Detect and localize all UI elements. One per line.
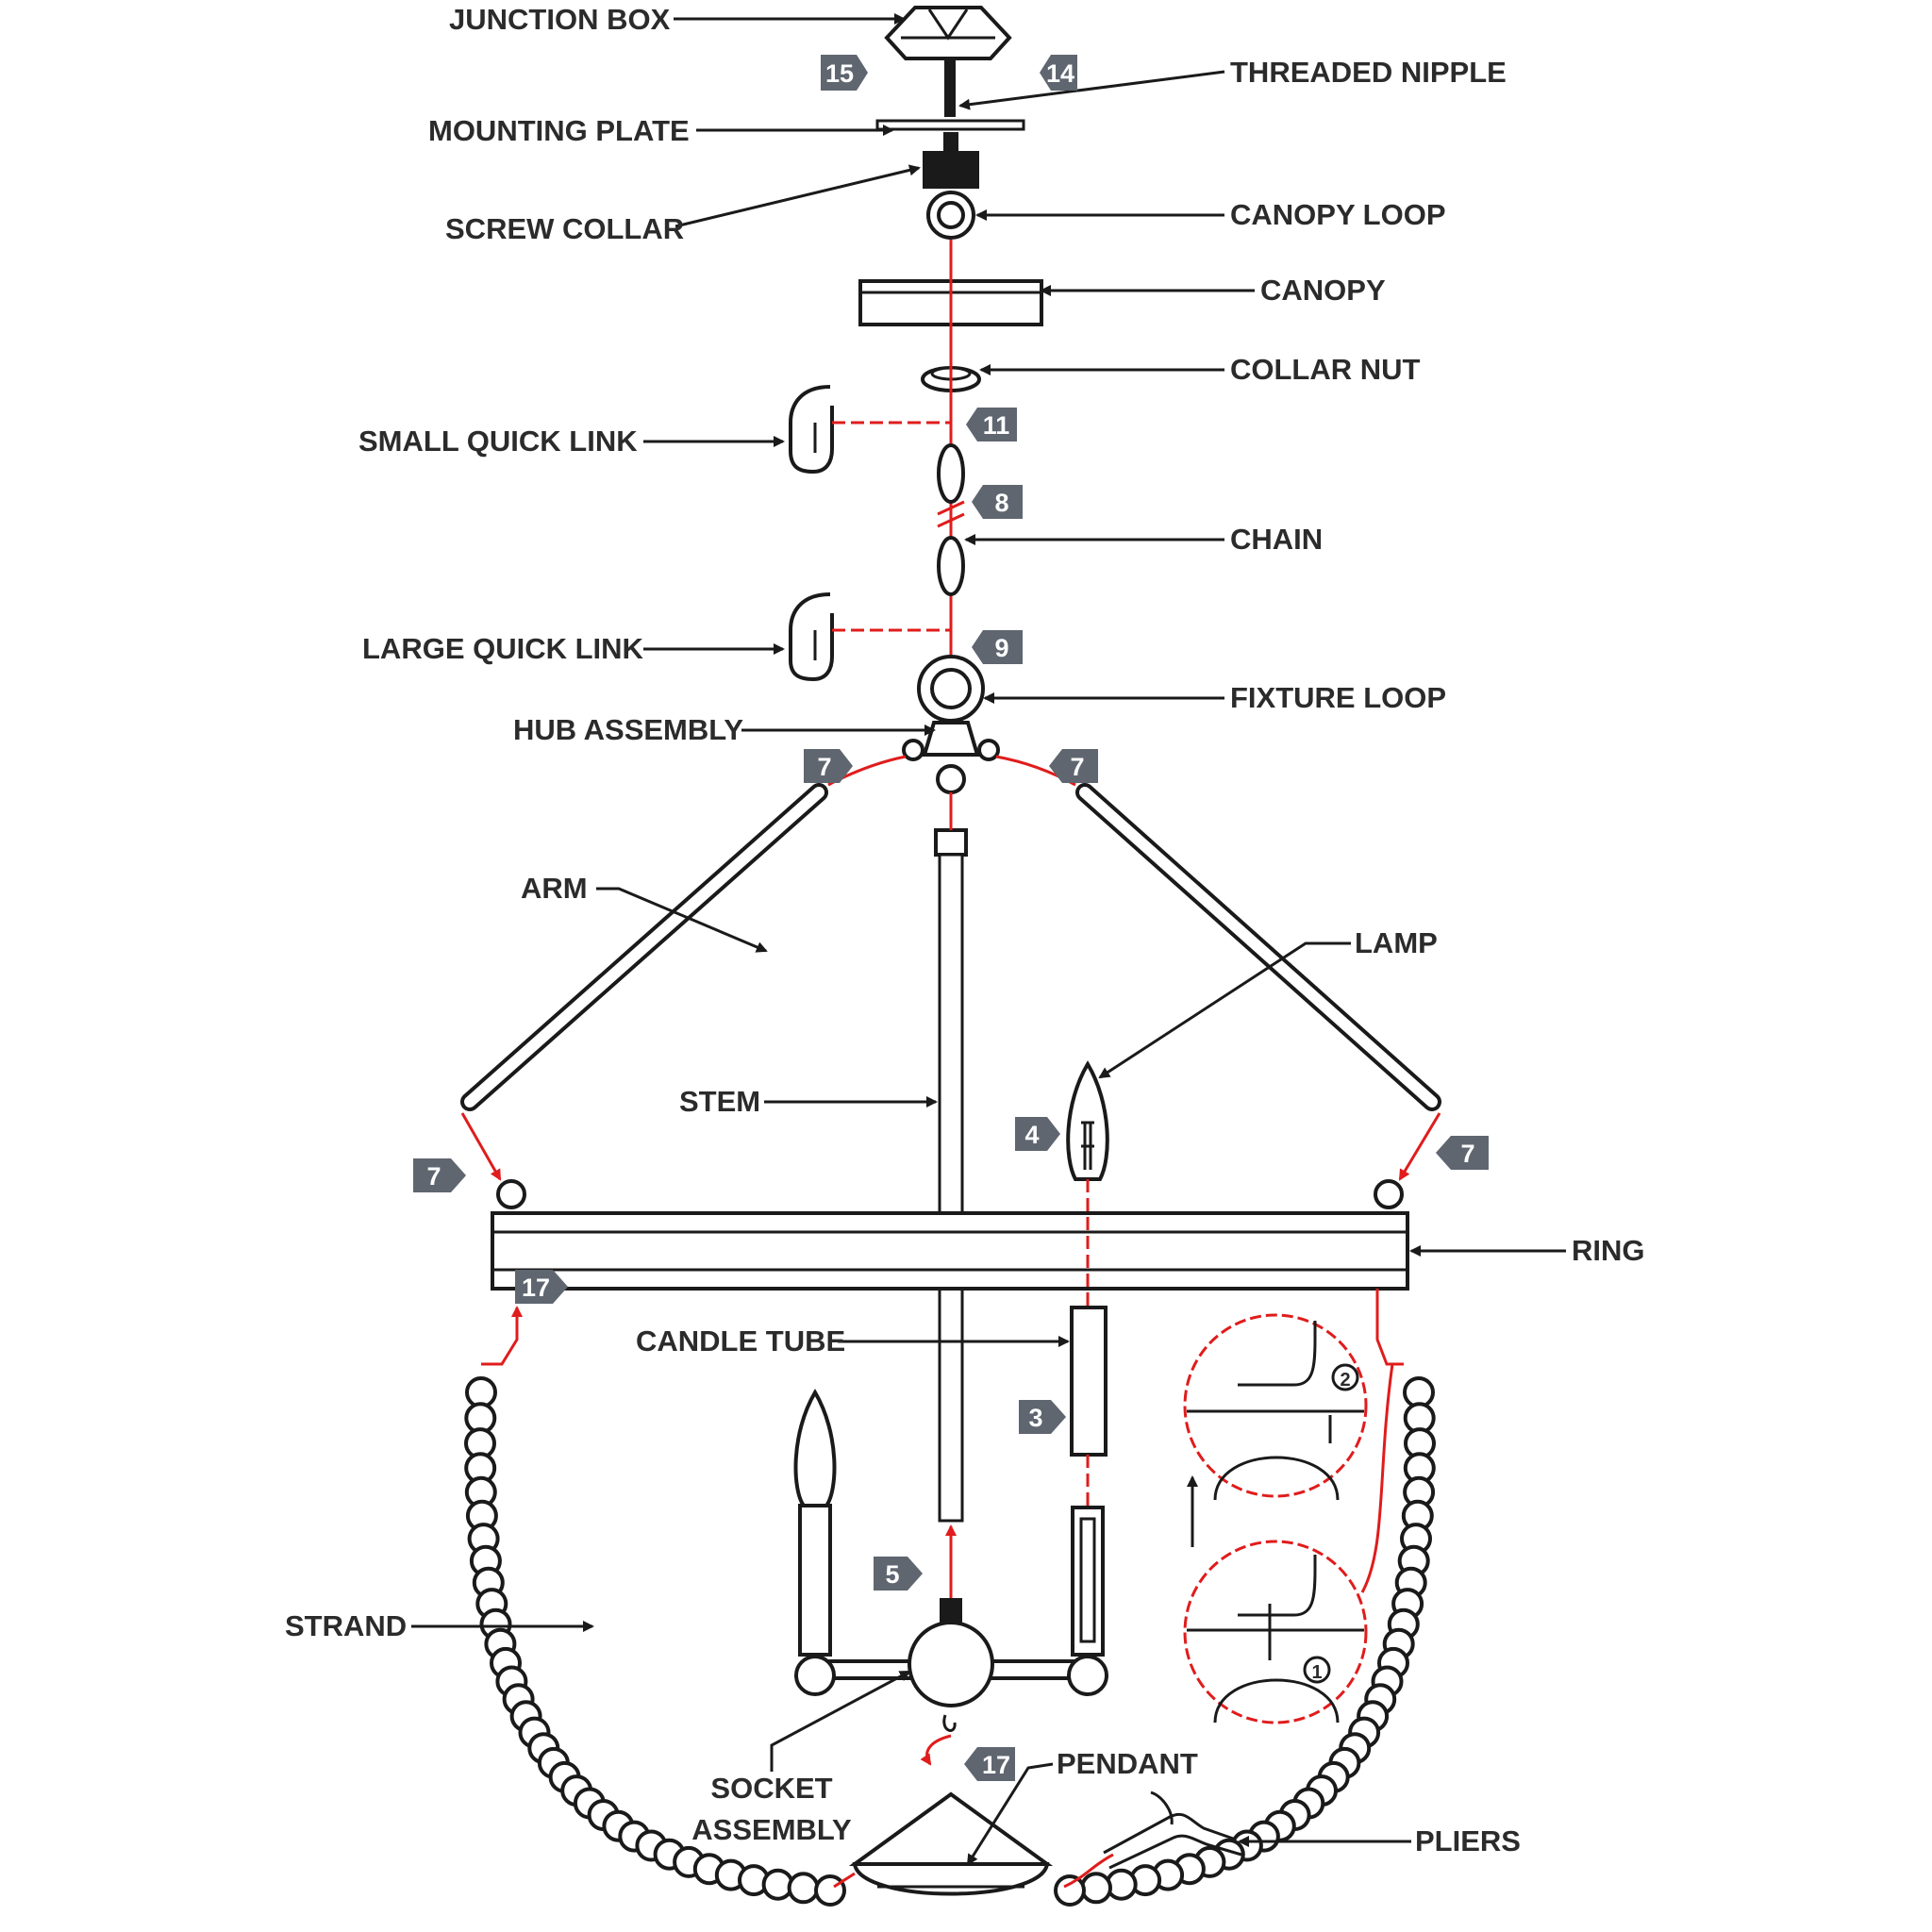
label-canopy: CANOPY [1260, 274, 1386, 307]
label-pliers: PLIERS [1415, 1824, 1521, 1857]
label-small-quick-link: SMALL QUICK LINK [358, 425, 638, 458]
tag-17-pendant: 17 [964, 1747, 1015, 1781]
svg-text:9: 9 [994, 634, 1008, 662]
svg-text:8: 8 [994, 489, 1008, 517]
fixture-loop [917, 655, 985, 723]
label-canopy-loop: CANOPY LOOP [1230, 198, 1446, 231]
tag-8: 8 [972, 485, 1023, 519]
strand-bead [787, 1872, 820, 1905]
svg-text:17: 17 [982, 1751, 1010, 1779]
svg-text:7: 7 [1070, 753, 1084, 781]
chain [937, 443, 965, 596]
tag-7-hub-right: 7 [1049, 749, 1098, 783]
pendant-guide [920, 1734, 952, 1766]
svg-text:11: 11 [983, 411, 1010, 440]
mounting-plate [875, 119, 1025, 131]
label-candle-tube: CANDLE TUBE [636, 1324, 845, 1357]
detail-step-1: 1 [1183, 1540, 1368, 1724]
strand-bead [1054, 1874, 1086, 1907]
socket-assembly [794, 1598, 1108, 1732]
stem [934, 828, 968, 1523]
arm-left [460, 783, 828, 1111]
hub-assembly [902, 721, 1000, 794]
detail-connector [1360, 1363, 1394, 1593]
tag-7-hub-left: 7 [804, 749, 853, 783]
tag-17-ring: 17 [515, 1270, 568, 1304]
label-threaded-nipple: THREADED NIPPLE [1230, 56, 1507, 89]
svg-text:7: 7 [426, 1162, 441, 1191]
step-1-number: 1 [1311, 1662, 1322, 1683]
svg-text:17: 17 [522, 1274, 550, 1302]
label-chain: CHAIN [1230, 523, 1323, 556]
leader-lines [411, 13, 1566, 1866]
svg-text:7: 7 [1460, 1140, 1474, 1168]
label-junction-box: JUNCTION BOX [449, 3, 671, 36]
candle-left [793, 1389, 837, 1657]
strand-guide-right [1375, 1289, 1404, 1366]
svg-text:4: 4 [1024, 1121, 1039, 1149]
tag-14: 14 [1040, 55, 1077, 91]
small-quick-link [789, 385, 834, 475]
strand-bead [814, 1874, 846, 1907]
label-large-quick-link: LARGE QUICK LINK [362, 632, 644, 665]
detail-step-2: 2 [1183, 1313, 1368, 1501]
tag-7-ring-left: 7 [413, 1158, 466, 1192]
strand-guide-pendant-left [833, 1872, 856, 1889]
tag-9: 9 [972, 630, 1023, 664]
arm-right [1075, 783, 1441, 1111]
label-lamp: LAMP [1355, 926, 1438, 959]
threaded-nipple [944, 58, 956, 117]
label-hub-assembly: HUB ASSEMBLY [513, 713, 743, 746]
strand-guide-pendant-right [1063, 1853, 1114, 1889]
svg-text:7: 7 [817, 753, 831, 781]
strand-right [1054, 1376, 1436, 1907]
label-socket-assembly-line-2: ASSEMBLY [691, 1813, 852, 1846]
arm-guide-ring-right [1398, 1112, 1441, 1181]
label-collar-nut: COLLAR NUT [1230, 353, 1421, 386]
label-arm: ARM [521, 872, 588, 905]
tag-15: 15 [821, 55, 868, 91]
pliers-icon [1103, 1790, 1242, 1870]
screw-collar [923, 132, 979, 189]
tag-4: 4 [1015, 1117, 1060, 1151]
label-ring: RING [1572, 1234, 1645, 1267]
strand-guide-left [481, 1306, 523, 1366]
large-quick-link [789, 592, 834, 682]
label-socket-assembly-line-1: SOCKET [710, 1772, 832, 1805]
label-fixture-loop: FIXTURE LOOP [1230, 681, 1446, 714]
ring [491, 1179, 1409, 1291]
candle-tube [1070, 1306, 1108, 1457]
label-mounting-plate: MOUNTING PLATE [428, 114, 690, 147]
callout-labels: JUNCTION BOX THREADED NIPPLE MOUNTING PL… [285, 3, 1645, 1857]
strand-bead [1080, 1872, 1112, 1905]
lamp [1066, 1060, 1109, 1181]
step-2-number: 2 [1340, 1370, 1350, 1391]
label-pendant: PENDANT [1057, 1747, 1198, 1780]
tag-5: 5 [874, 1557, 923, 1591]
junction-box [884, 6, 1012, 60]
label-stem: STEM [679, 1085, 760, 1118]
svg-text:15: 15 [825, 59, 854, 88]
tag-7-ring-right: 7 [1436, 1136, 1489, 1170]
arm-guide-ring-left [460, 1112, 502, 1181]
label-screw-collar: SCREW COLLAR [445, 212, 684, 245]
svg-text:5: 5 [885, 1560, 899, 1589]
pendant [848, 1791, 1054, 1896]
tag-3: 3 [1019, 1400, 1066, 1434]
socket-cup-right [1071, 1506, 1105, 1657]
canopy-loop [926, 191, 975, 240]
svg-text:3: 3 [1028, 1404, 1042, 1432]
label-strand: STRAND [285, 1609, 407, 1642]
tag-11: 11 [966, 408, 1017, 441]
svg-text:14: 14 [1046, 59, 1074, 88]
